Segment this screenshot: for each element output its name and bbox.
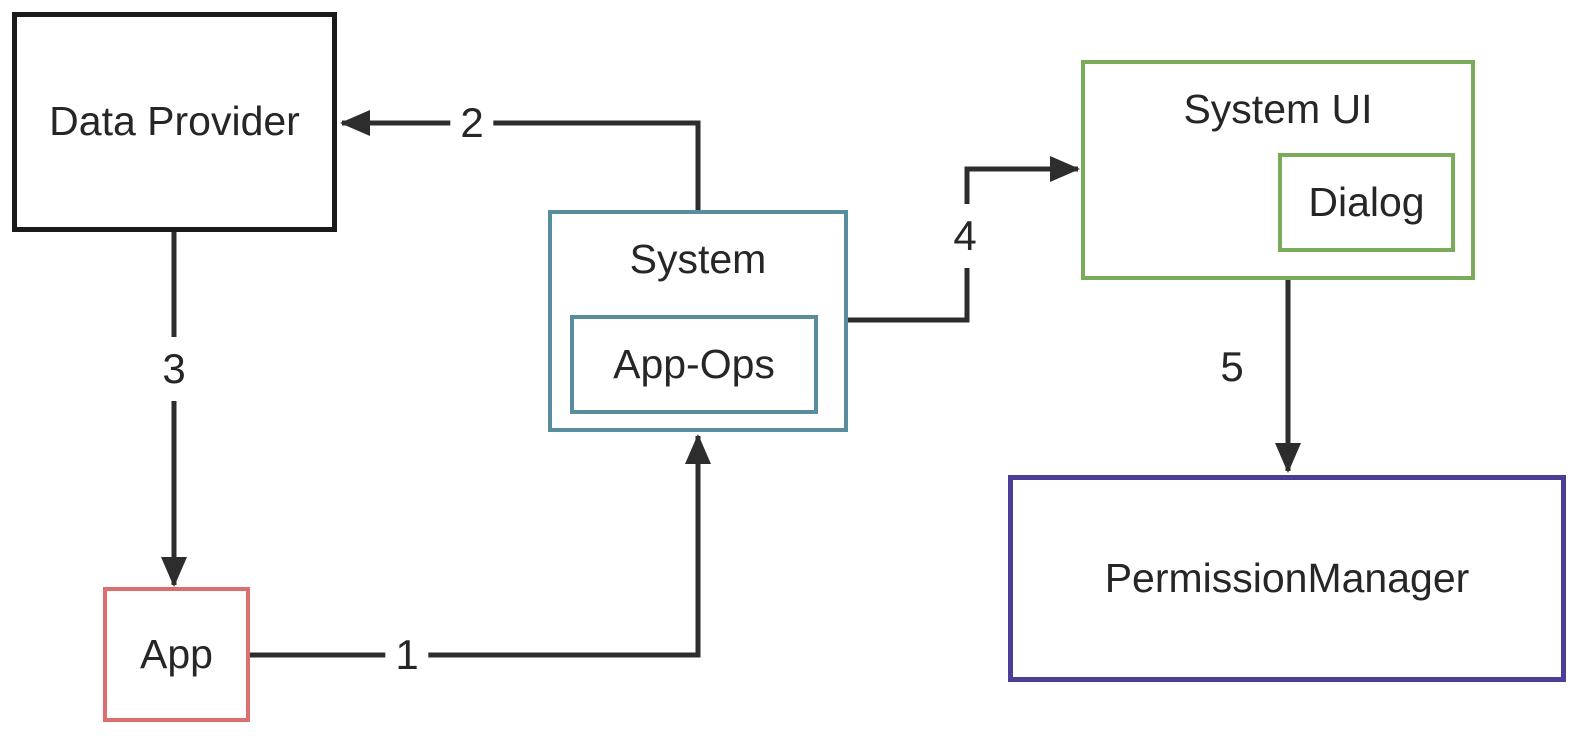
node-label: PermissionManager — [1104, 554, 1470, 601]
node-system: System App-Ops — [548, 210, 848, 432]
node-system-ui: System UI Dialog — [1081, 60, 1475, 280]
node-app: App — [103, 587, 250, 722]
edge-label-3: 3 — [158, 337, 190, 401]
node-app-ops: App-Ops — [570, 315, 818, 414]
node-label: App — [140, 630, 213, 677]
arrow-1 — [250, 434, 711, 658]
node-label: Data Provider — [49, 98, 300, 145]
node-label: System — [629, 236, 767, 282]
edge-label-2: 2 — [450, 99, 494, 147]
node-label: System UI — [1183, 86, 1373, 132]
arrow-2 — [340, 110, 701, 210]
node-permission-manager: PermissionManager — [1008, 475, 1566, 682]
edge-label-4: 4 — [949, 204, 981, 268]
node-dialog: Dialog — [1278, 153, 1455, 252]
edge-label-5: 5 — [1220, 343, 1244, 391]
edge-label-1: 1 — [385, 631, 429, 679]
node-label: Dialog — [1308, 178, 1425, 225]
node-data-provider: Data Provider — [12, 12, 337, 232]
node-label: App-Ops — [613, 340, 775, 387]
